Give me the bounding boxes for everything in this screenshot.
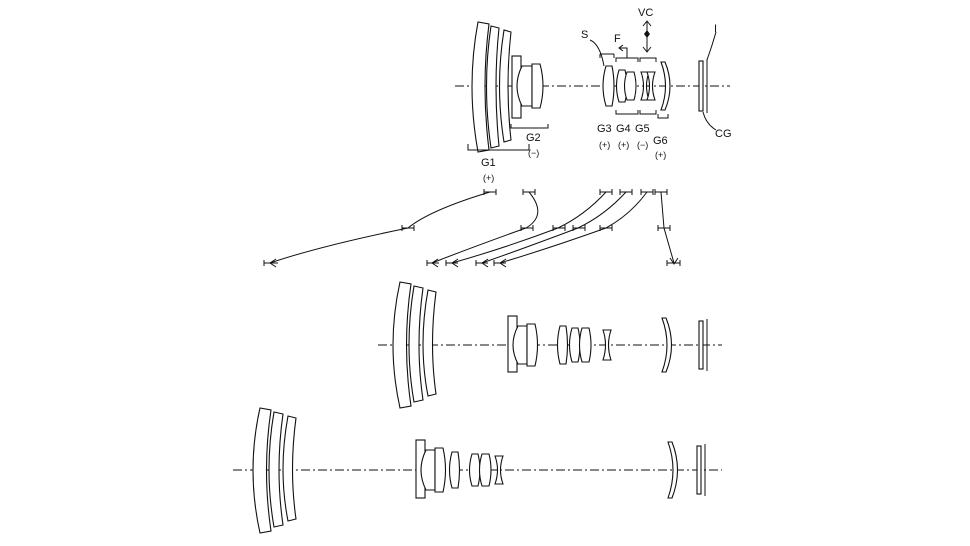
tick-g1-bot	[263, 260, 278, 266]
bracket-g5-top	[639, 57, 657, 62]
stop-label: S	[581, 29, 588, 41]
configuration-intermediate	[378, 281, 722, 409]
lens-element	[494, 455, 504, 485]
group-g6-sign: (+)	[655, 150, 666, 160]
lens-element	[498, 29, 512, 143]
group-g5-sign: (−)	[637, 140, 648, 150]
lens-element	[531, 63, 544, 109]
arrowhead-g1	[269, 258, 277, 268]
configuration-telephoto	[233, 407, 722, 534]
trajectory-g1	[269, 191, 491, 264]
configuration-wide: S F VC I CG G1 (+) G2 (−) G3 (+) G4 (+) …	[455, 7, 732, 183]
lens-element	[252, 407, 272, 534]
group-g5-name: G5	[635, 123, 650, 135]
tick-g1-top	[483, 189, 497, 195]
bracket-g1	[467, 144, 530, 151]
focus-arrowhead	[618, 44, 624, 52]
focus-arrow	[620, 47, 628, 58]
vc-arrowhead-down	[642, 46, 652, 53]
group-g3-sign: (+)	[599, 140, 610, 150]
cover-glass-bottom	[696, 445, 702, 495]
arrowhead-g3	[451, 258, 459, 268]
lens-element	[282, 415, 297, 522]
image-plane-leader	[706, 31, 717, 61]
tick-g4-mid	[572, 225, 586, 231]
group-g2-name: G2	[526, 132, 541, 144]
arrowhead-g6	[669, 257, 679, 265]
vibration-label: VC	[638, 7, 653, 19]
tick-g4-top	[619, 189, 633, 195]
lens-element	[408, 285, 424, 403]
tick-g1-mid	[401, 225, 415, 231]
cover-glass-label: CG	[715, 128, 732, 140]
bracket-g3-top	[599, 53, 615, 58]
tick-g2-top	[522, 189, 536, 195]
lens-group-g1-top	[471, 21, 512, 153]
tick-g3-top	[599, 189, 613, 195]
tick-g5-mid	[599, 225, 613, 231]
tick-g5-top	[640, 189, 654, 195]
bracket-g2	[510, 124, 549, 129]
cover-glass-middle	[698, 320, 704, 370]
tick-g6-top	[654, 189, 668, 195]
arrowhead-g4	[481, 258, 489, 268]
lens-element	[512, 325, 528, 365]
lens-element-g6	[660, 61, 671, 111]
lens-element	[434, 447, 447, 493]
tick-g3-mid	[552, 225, 566, 231]
image-plane-label: I	[714, 23, 717, 35]
arrowhead-g5	[499, 258, 507, 268]
cover-glass-top	[698, 60, 704, 112]
focus-label: F	[614, 33, 621, 45]
arrowhead-g2	[431, 258, 439, 268]
stop-leader	[589, 39, 605, 67]
lens-element	[268, 411, 284, 528]
group-g6-name: G6	[653, 135, 668, 147]
group-g1-sign: (+)	[483, 173, 494, 183]
lens-element-g3	[602, 65, 615, 107]
cover-glass-leader	[702, 111, 717, 131]
group-g3-name: G3	[597, 123, 612, 135]
tick-g2-bot	[426, 260, 439, 266]
lens-element-g5	[646, 71, 656, 101]
lens-element	[667, 441, 679, 499]
bracket-g4-top	[615, 57, 639, 62]
vc-diamond-icon	[644, 30, 650, 38]
tick-g2-mid	[520, 225, 534, 231]
bracket-g5-bottom	[639, 110, 657, 115]
lens-element	[420, 449, 436, 491]
lens-element	[422, 289, 437, 397]
lens-element	[578, 327, 592, 363]
bracket-g4-bottom	[615, 110, 639, 115]
lens-element	[516, 65, 533, 107]
lens-element	[468, 453, 481, 487]
lens-element	[568, 327, 581, 363]
lens-group-g2-top	[511, 55, 544, 119]
trajectory-g5	[499, 191, 648, 264]
zoom-trajectories	[263, 189, 681, 268]
group-g2-sign: (−)	[528, 148, 539, 158]
lens-element	[448, 451, 461, 489]
lens-element	[392, 281, 412, 409]
lens-element-g4	[623, 71, 637, 101]
lens-element	[556, 325, 569, 365]
lens-element	[602, 329, 612, 361]
group-g1-name: G1	[481, 157, 496, 169]
vc-arrowhead-up	[642, 20, 652, 27]
lens-element	[526, 323, 539, 367]
lens-element	[478, 453, 492, 487]
tick-g6-mid	[657, 225, 671, 231]
lens-element	[485, 25, 500, 149]
group-g4-sign: (+)	[618, 140, 629, 150]
bracket-g6-bottom	[657, 114, 669, 119]
lens-element	[661, 317, 673, 373]
group-g4-name: G4	[616, 123, 631, 135]
